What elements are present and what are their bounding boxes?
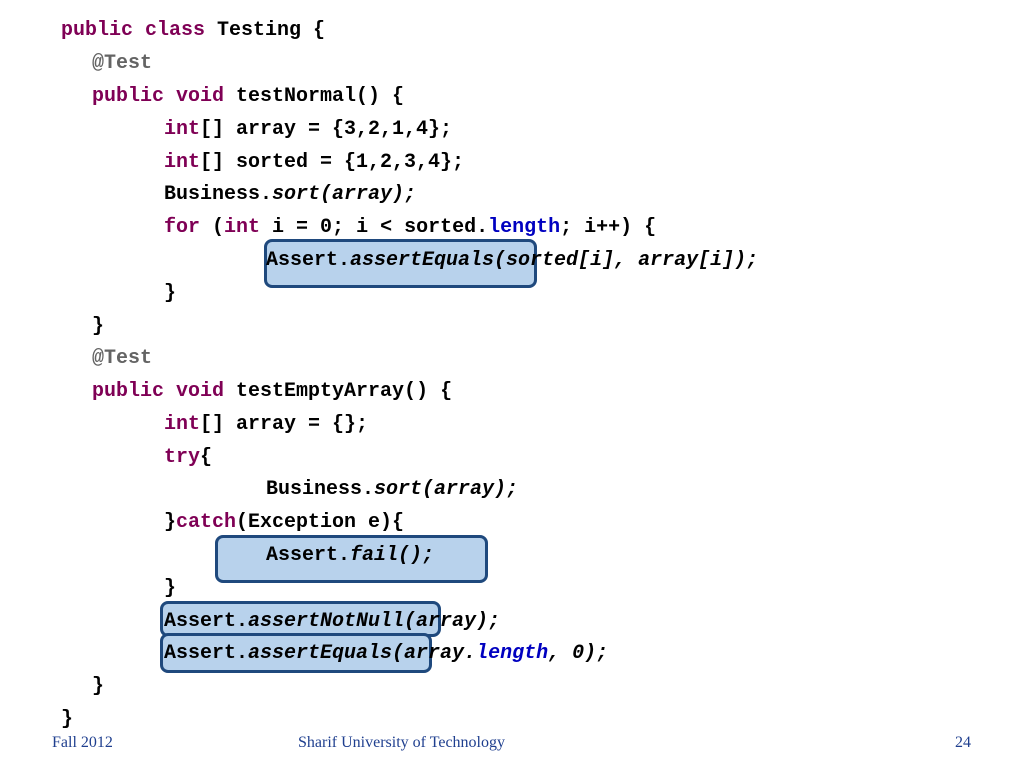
- annotation: @Test: [92, 52, 153, 75]
- footer-institution: Sharif University of Technology: [298, 734, 505, 751]
- keyword: public class: [61, 19, 206, 42]
- method-call: assertNotNull: [248, 610, 405, 633]
- keyword: int: [224, 216, 261, 239]
- code-text: Assert.: [164, 642, 249, 665]
- class-name: Testing {: [205, 19, 326, 42]
- code-line-close-brace: }: [92, 310, 104, 343]
- code-line-for-loop: for (int i = 0; i < sorted.length; i++) …: [164, 211, 656, 244]
- code-line-assert-equals-length: Assert.assertEquals(array.length, 0);: [164, 637, 608, 670]
- keyword: catch: [176, 511, 237, 534]
- code-text: }: [92, 675, 105, 698]
- code-text: }: [164, 282, 177, 305]
- code-line-catch: }catch(Exception e){: [164, 506, 404, 539]
- code-text: i = 0; i < sorted.: [260, 216, 489, 239]
- code-text: Assert.: [266, 544, 351, 567]
- highlight-assert-fail: [215, 535, 488, 583]
- code-line-sorted-declaration: int[] sorted = {1,2,3,4};: [164, 146, 464, 179]
- method-args: (array.: [392, 642, 477, 665]
- code-text: Business.: [164, 183, 273, 206]
- page-number: 24: [955, 734, 971, 751]
- keyword: int: [164, 413, 201, 436]
- code-line-class-declaration: public class Testing {: [61, 14, 325, 47]
- code-text: Assert.: [266, 249, 351, 272]
- code-text: [] array = {};: [200, 413, 369, 436]
- code-line-close-brace: }: [164, 277, 176, 310]
- code-text: {: [200, 446, 213, 469]
- keyword: for: [164, 216, 201, 239]
- code-text: [] sorted = {1,2,3,4};: [200, 151, 465, 174]
- method-call: assertEquals: [248, 642, 393, 665]
- field: length: [488, 216, 561, 239]
- code-line-annotation: @Test: [92, 342, 152, 375]
- code-text: }: [92, 315, 105, 338]
- code-line-method-signature: public void testEmptyArray() {: [92, 375, 452, 408]
- method-call: fail();: [350, 544, 435, 567]
- code-line-method-signature: public void testNormal() {: [92, 80, 404, 113]
- code-text: Assert.: [164, 610, 249, 633]
- method-name: testEmptyArray() {: [224, 380, 453, 403]
- code-line-sort-call: Business.sort(array);: [164, 178, 416, 211]
- code-text: (Exception e){: [236, 511, 405, 534]
- code-line-array-declaration: int[] array = {3,2,1,4};: [164, 113, 452, 146]
- keyword: public void: [92, 85, 225, 108]
- code-text: [] array = {3,2,1,4};: [200, 118, 453, 141]
- code-line-close-brace: }: [61, 703, 73, 736]
- code-text: }: [61, 708, 74, 731]
- code-line-assert-equals: Assert.assertEquals(sorted[i], array[i])…: [266, 244, 758, 277]
- method-args: (sorted[i], array[i]);: [494, 249, 759, 272]
- highlight-assert-equals-loop: [264, 239, 537, 288]
- annotation: @Test: [92, 347, 153, 370]
- code-line-assert-fail: Assert.fail();: [266, 539, 434, 572]
- method-call: sort(array);: [374, 478, 519, 501]
- code-text: ; i++) {: [560, 216, 657, 239]
- code-line-close-brace: }: [164, 572, 176, 605]
- keyword: public void: [92, 380, 225, 403]
- code-text: Business.: [266, 478, 375, 501]
- highlight-assert-equals-length: [160, 633, 432, 673]
- code-text: }: [164, 577, 177, 600]
- method-call: sort(array);: [272, 183, 417, 206]
- method-args: , 0);: [548, 642, 609, 665]
- code-line-array-declaration: int[] array = {};: [164, 408, 368, 441]
- method-args: (array);: [404, 610, 501, 633]
- code-line-try: try{: [164, 441, 212, 474]
- method-call: assertEquals: [350, 249, 495, 272]
- field: length: [476, 642, 549, 665]
- code-block: public class Testing { @Test public void…: [61, 14, 758, 731]
- code-line-assert-not-null: Assert.assertNotNull(array);: [164, 605, 500, 638]
- code-line-close-brace: }: [92, 670, 104, 703]
- code-text: }: [164, 511, 177, 534]
- keyword: int: [164, 118, 201, 141]
- keyword: int: [164, 151, 201, 174]
- keyword: try: [164, 446, 201, 469]
- footer-date: Fall 2012: [52, 734, 113, 751]
- code-line-annotation: @Test: [92, 47, 152, 80]
- method-name: testNormal() {: [224, 85, 405, 108]
- code-text: (: [200, 216, 225, 239]
- code-line-sort-call: Business.sort(array);: [266, 473, 518, 506]
